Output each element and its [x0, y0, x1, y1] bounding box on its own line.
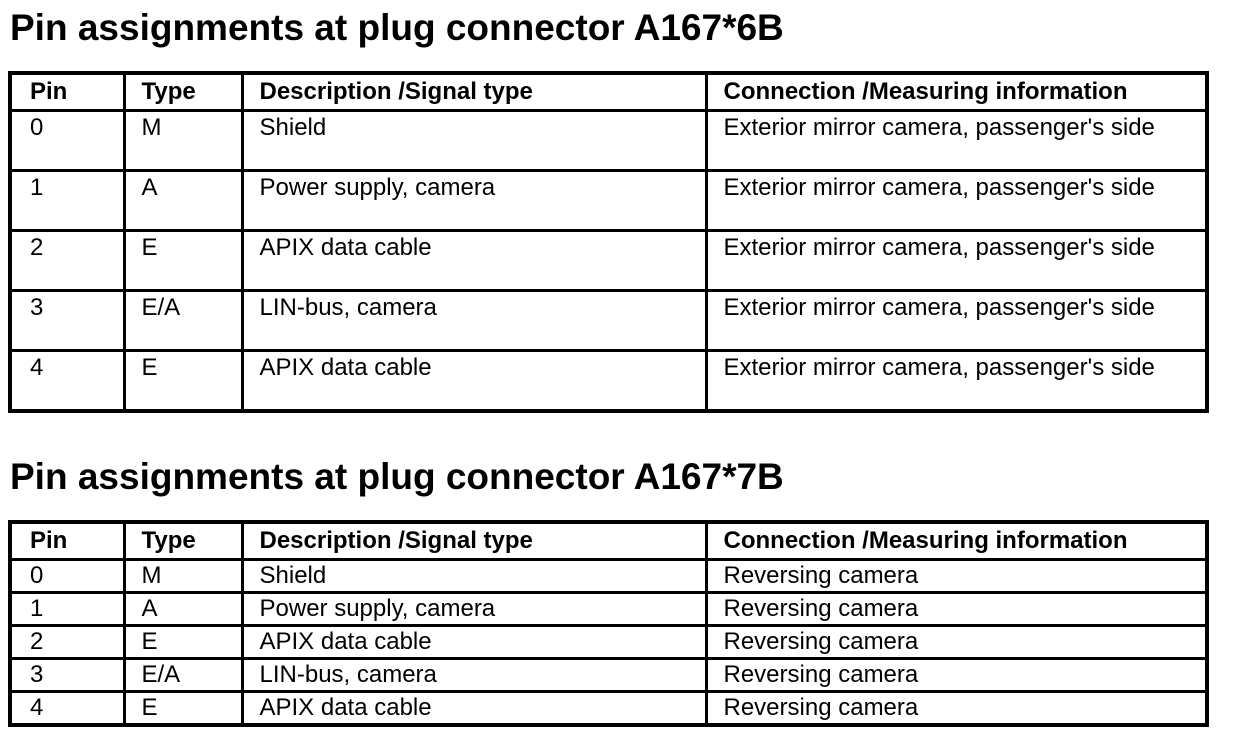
connection-cell: Reversing camera — [704, 591, 1209, 627]
description-cell: Shield — [240, 558, 708, 594]
table-row: 4 E APIX data cable Reversing camera — [8, 690, 1209, 727]
type-cell: A — [122, 169, 244, 232]
connection-cell: Reversing camera — [704, 624, 1209, 660]
table-row: 2 E APIX data cable Exterior mirror came… — [8, 229, 1209, 292]
connection-cell: Reversing camera — [704, 657, 1209, 693]
description-cell: APIX data cable — [240, 690, 708, 727]
pin-cell: 4 — [8, 690, 126, 727]
connector-a167-7b-title: Pin assignments at plug connector A167*7… — [10, 456, 784, 497]
type-cell: E — [122, 624, 244, 660]
description-cell: LIN-bus, camera — [240, 657, 708, 693]
connection-cell: Reversing camera — [704, 690, 1209, 727]
header-connection: Connection /Measuring information — [704, 520, 1209, 561]
connection-cell: Exterior mirror camera, passenger's side — [704, 169, 1209, 232]
table-row: 3 E/A LIN-bus, camera Reversing camera — [8, 657, 1209, 693]
description-cell: APIX data cable — [240, 229, 708, 292]
pin-cell: 1 — [8, 591, 126, 627]
description-cell: Shield — [240, 109, 708, 172]
type-cell: E — [122, 690, 244, 727]
table-header-row: Pin Type Description /Signal type Connec… — [8, 71, 1209, 112]
connection-cell: Exterior mirror camera, passenger's side — [704, 229, 1209, 292]
connection-cell: Exterior mirror camera, passenger's side — [704, 349, 1209, 413]
type-cell: M — [122, 109, 244, 172]
table-row: 4 E APIX data cable Exterior mirror came… — [8, 349, 1209, 413]
pin-table-a167-7b: Pin Type Description /Signal type Connec… — [8, 520, 1209, 727]
pin-cell: 3 — [8, 289, 126, 352]
header-connection: Connection /Measuring information — [704, 71, 1209, 112]
table-header-row: Pin Type Description /Signal type Connec… — [8, 520, 1209, 561]
table-row: 3 E/A LIN-bus, camera Exterior mirror ca… — [8, 289, 1209, 352]
description-cell: Power supply, camera — [240, 591, 708, 627]
type-cell: M — [122, 558, 244, 594]
type-cell: E/A — [122, 289, 244, 352]
connector-a167-6b-title: Pin assignments at plug connector A167*6… — [10, 7, 784, 48]
connection-cell: Reversing camera — [704, 558, 1209, 594]
header-description: Description /Signal type — [240, 520, 708, 561]
description-cell: APIX data cable — [240, 624, 708, 660]
table-row: 0 M Shield Exterior mirror camera, passe… — [8, 109, 1209, 172]
header-pin: Pin — [8, 520, 126, 561]
header-description: Description /Signal type — [240, 71, 708, 112]
table-row: 2 E APIX data cable Reversing camera — [8, 624, 1209, 660]
header-type: Type — [122, 520, 244, 561]
type-cell: E/A — [122, 657, 244, 693]
type-cell: E — [122, 229, 244, 292]
header-type: Type — [122, 71, 244, 112]
description-cell: APIX data cable — [240, 349, 708, 413]
table-row: 0 M Shield Reversing camera — [8, 558, 1209, 594]
table-row: 1 A Power supply, camera Exterior mirror… — [8, 169, 1209, 232]
pin-cell: 4 — [8, 349, 126, 413]
description-cell: LIN-bus, camera — [240, 289, 708, 352]
connection-cell: Exterior mirror camera, passenger's side — [704, 109, 1209, 172]
table-row: 1 A Power supply, camera Reversing camer… — [8, 591, 1209, 627]
header-pin: Pin — [8, 71, 126, 112]
type-cell: E — [122, 349, 244, 413]
type-cell: A — [122, 591, 244, 627]
pin-cell: 3 — [8, 657, 126, 693]
pin-table-a167-6b: Pin Type Description /Signal type Connec… — [8, 71, 1209, 413]
pin-cell: 1 — [8, 169, 126, 232]
pin-cell: 0 — [8, 109, 126, 172]
description-cell: Power supply, camera — [240, 169, 708, 232]
pin-cell: 0 — [8, 558, 126, 594]
pin-cell: 2 — [8, 624, 126, 660]
pin-cell: 2 — [8, 229, 126, 292]
connection-cell: Exterior mirror camera, passenger's side — [704, 289, 1209, 352]
